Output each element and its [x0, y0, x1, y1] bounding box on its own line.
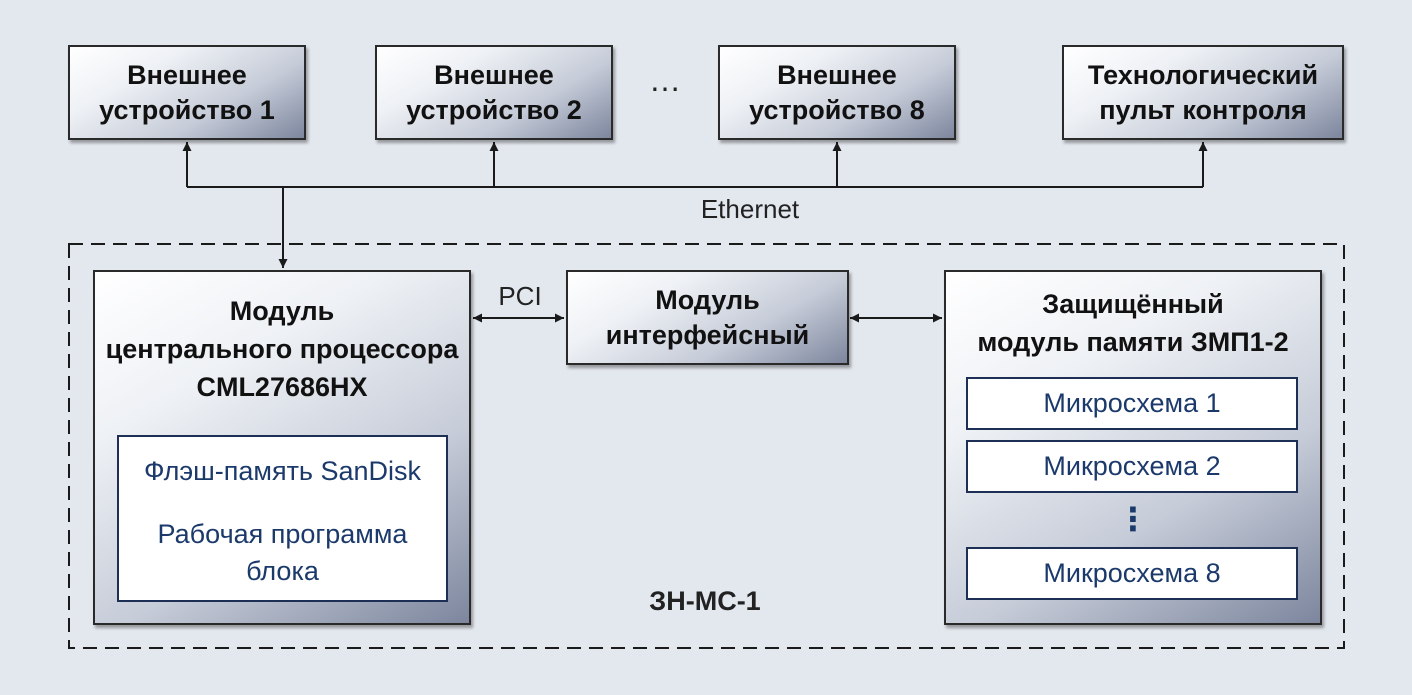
cpu-module-line3: CML27686HX — [196, 372, 368, 402]
cpu-module-line2: центрального процессора — [105, 334, 459, 364]
device-1-line2: устройство 1 — [99, 94, 275, 125]
external-device-8: Внешнее устройство 8 — [718, 45, 956, 140]
external-device-2: Внешнее устройство 2 — [375, 45, 613, 140]
system-label: ЗН-МС-1 — [649, 586, 761, 616]
interface-module-line1: Модуль — [655, 284, 760, 315]
work-program-line2: блока — [246, 556, 319, 586]
interface-module-line2: интерфейсный — [605, 319, 810, 350]
chips-ellipsis: ⋮ — [1117, 501, 1149, 537]
device-2-line1: Внешнее — [434, 59, 554, 90]
control-panel-line2: пульт контроля — [1099, 94, 1307, 125]
work-program: Рабочая программа блока — [117, 506, 448, 602]
device-8-line2: устройство 8 — [749, 94, 925, 125]
flash-memory: Флэш-память SanDisk — [117, 435, 448, 508]
cpu-module-line1: Модуль — [229, 296, 335, 326]
system-boundary — [68, 243, 1345, 649]
interface-module: Модуль интерфейсный — [566, 270, 849, 365]
work-program-line1: Рабочая программа — [157, 519, 408, 549]
chip-8: Микросхема 8 — [966, 547, 1298, 600]
device-2-line2: устройство 2 — [406, 94, 582, 125]
memory-module-line2: модуль памяти ЗМП1-2 — [977, 327, 1289, 357]
chip-2: Микросхема 2 — [966, 440, 1298, 493]
ethernet-label: Ethernet — [700, 194, 800, 224]
control-panel: Технологический пульт контроля — [1062, 45, 1344, 140]
devices-ellipsis: … — [649, 62, 681, 98]
memory-module-line1: Защищённый — [1042, 289, 1224, 319]
external-device-1: Внешнее устройство 1 — [68, 45, 306, 140]
chip-1: Микросхема 1 — [966, 377, 1298, 430]
control-panel-line1: Технологический — [1087, 59, 1319, 90]
pci-label: PCI — [498, 281, 542, 311]
device-8-line1: Внешнее — [777, 59, 897, 90]
device-1-line1: Внешнее — [127, 59, 247, 90]
